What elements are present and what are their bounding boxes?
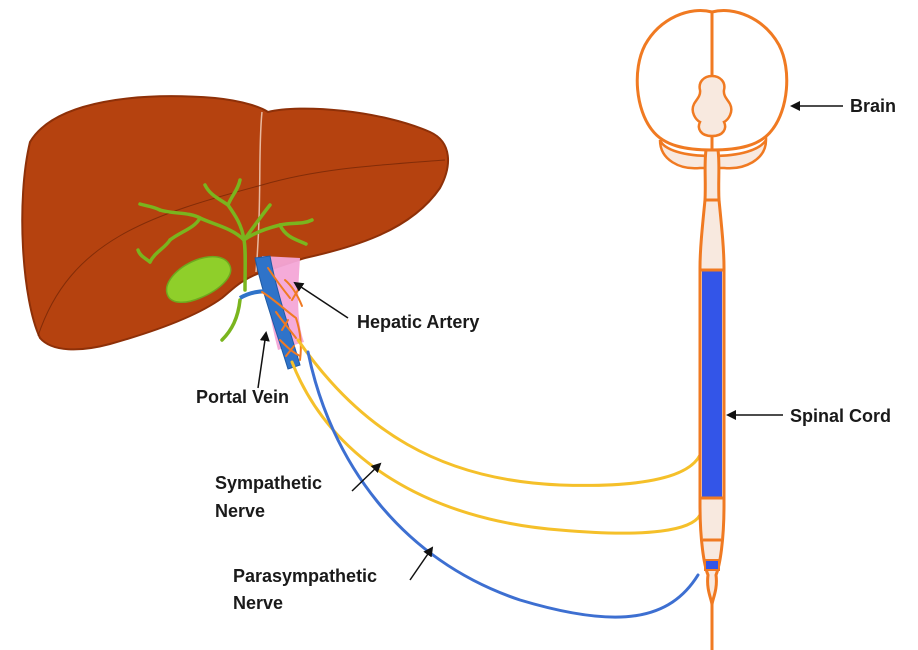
brain	[637, 10, 787, 168]
parasympathetic-nerve-label-line2: Nerve	[233, 592, 283, 614]
spinal-segment-sacral	[705, 560, 719, 570]
sympathetic-nerve-label-line2: Nerve	[215, 500, 265, 522]
hepatic-artery-pointer	[295, 283, 348, 318]
brainstem	[705, 150, 719, 200]
hepatic-artery-label: Hepatic Artery	[357, 311, 479, 333]
portal-vein-label: Portal Vein	[196, 386, 289, 408]
spinal-cord-label: Spinal Cord	[790, 405, 891, 427]
portal-vein-pointer	[258, 333, 266, 388]
brain-label: Brain	[850, 95, 896, 117]
brain-central-body	[693, 76, 732, 136]
spinal-column	[700, 150, 724, 650]
parasympathetic-nerve-label-line1: Parasympathetic	[233, 565, 377, 587]
sympathetic-nerve	[292, 340, 700, 533]
sympathetic-nerve-label-line1: Sympathetic	[215, 472, 322, 494]
spinal-segment-thoracic	[702, 270, 722, 498]
parasympathetic-pointer	[410, 548, 432, 580]
